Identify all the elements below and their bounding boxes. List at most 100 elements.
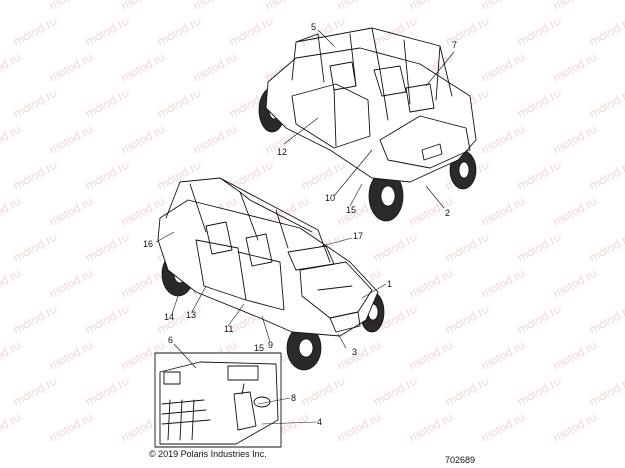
watermark-text: motod.ru — [11, 230, 59, 265]
callout-13: 13 — [186, 310, 196, 320]
watermark-text: motod.ru — [155, 14, 203, 49]
inset-frame — [154, 352, 282, 448]
callout-17: 17 — [353, 231, 363, 241]
callout-labels: 5 7 12 10 15 2 16 17 1 14 13 11 9 15 3 6… — [143, 22, 457, 427]
leader-lines — [155, 29, 455, 425]
watermark-text: motod.ru — [479, 266, 527, 301]
callout-2: 2 — [445, 208, 450, 218]
watermark-text: motod.ru — [479, 410, 527, 445]
watermark-text: motod.ru — [479, 50, 527, 85]
inset-detail — [154, 352, 282, 448]
rear-doors — [291, 83, 371, 149]
watermark-text: motod.ru — [587, 374, 625, 409]
watermark-text: motod.ru — [407, 338, 455, 373]
leader-5 — [317, 29, 335, 47]
leader-6 — [173, 343, 197, 369]
watermark-text: motod.ru — [119, 50, 167, 85]
callout-3: 3 — [352, 347, 357, 357]
watermark-text: motod.ru — [443, 302, 491, 337]
vehicle-front-view — [157, 177, 385, 371]
watermark-text: motod.ru — [551, 0, 599, 13]
watermark-text: motod.ru — [47, 0, 95, 13]
watermark-text: motod.ru — [587, 230, 625, 265]
watermark-text: motod.ru — [0, 0, 23, 13]
watermark-text: motod.ru — [299, 374, 347, 409]
rear-right-hub — [380, 185, 396, 207]
front-left-hub — [298, 338, 314, 358]
watermark-text: motod.ru — [371, 230, 419, 265]
leader-15a — [349, 183, 363, 207]
watermark-text: motod.ru — [0, 194, 23, 229]
watermark-text: motod.ru — [551, 50, 599, 85]
watermark-text: motod.ru — [83, 374, 131, 409]
callout-4: 4 — [317, 417, 322, 427]
watermark-text: motod.ru — [299, 158, 347, 193]
watermark-text: motod.ru — [587, 86, 625, 121]
rear-cargo-bed — [379, 115, 471, 169]
watermark-text: motod.ru — [515, 158, 563, 193]
watermark-text: motod.ru — [515, 374, 563, 409]
callout-5: 5 — [311, 22, 316, 32]
rear-lights — [421, 143, 443, 161]
callout-12: 12 — [277, 147, 287, 157]
front-right-hub-top — [458, 161, 470, 179]
rear-seats — [329, 61, 435, 113]
watermark-text: motod.ru — [0, 410, 23, 445]
watermark-text: motod.ru — [47, 50, 95, 85]
callout-1: 1 — [387, 279, 392, 289]
watermark-text: motod.ru — [443, 230, 491, 265]
inset-floor-pattern — [161, 399, 211, 441]
watermark-text: motod.ru — [479, 0, 527, 13]
watermark-text: motod.ru — [0, 338, 23, 373]
part-number: 702689 — [445, 455, 475, 465]
watermark-text: motod.ru — [191, 0, 239, 13]
vehicle-rear-view — [258, 27, 477, 222]
callout-8: 8 — [291, 393, 296, 403]
front-body-panel — [157, 199, 379, 337]
leader-1 — [361, 283, 387, 299]
watermark-text: motod.ru — [335, 0, 383, 13]
watermark-text: motod.ru — [443, 374, 491, 409]
watermark-text: motod.ru — [371, 374, 419, 409]
watermark-text: motod.ru — [47, 266, 95, 301]
watermark-text: motod.ru — [551, 266, 599, 301]
inset-console — [159, 361, 279, 445]
callout-9: 9 — [268, 340, 273, 350]
watermark-text: motod.ru — [47, 194, 95, 229]
inset-shifter — [233, 383, 257, 431]
leader-2 — [425, 185, 445, 209]
watermark-text: motod.ru — [119, 0, 167, 13]
watermark-text: motod.ru — [119, 122, 167, 157]
leader-12 — [283, 117, 319, 145]
watermark-text: motod.ru — [227, 14, 275, 49]
callout-15-top: 15 — [346, 205, 356, 215]
callout-6: 6 — [168, 335, 173, 345]
watermark-text: motod.ru — [47, 122, 95, 157]
watermark-text: motod.ru — [335, 338, 383, 373]
leader-11 — [227, 303, 245, 327]
inset-display — [227, 365, 259, 381]
front-dashboard — [287, 245, 335, 271]
watermark-text: motod.ru — [0, 50, 23, 85]
front-seats — [205, 221, 273, 267]
leader-8 — [257, 397, 291, 405]
watermark-text: motod.ru — [551, 122, 599, 157]
watermark-text: motod.ru — [11, 86, 59, 121]
callout-7: 7 — [452, 40, 457, 50]
watermark-text: motod.ru — [83, 14, 131, 49]
watermark-text: motod.ru — [515, 86, 563, 121]
watermark-text: motod.ru — [83, 230, 131, 265]
leader-17 — [321, 237, 353, 247]
watermark-text: motod.ru — [83, 158, 131, 193]
front-grille — [329, 311, 361, 333]
front-doors — [195, 239, 285, 311]
watermark-text: motod.ru — [407, 266, 455, 301]
watermark-text: motod.ru — [551, 338, 599, 373]
leader-4 — [261, 421, 317, 425]
callout-15-bottom: 15 — [254, 343, 264, 353]
callout-11: 11 — [224, 324, 233, 334]
watermark-text: motod.ru — [83, 302, 131, 337]
leader-14 — [171, 295, 179, 315]
watermark-text: motod.ru — [479, 122, 527, 157]
watermark-text: motod.ru — [407, 0, 455, 13]
